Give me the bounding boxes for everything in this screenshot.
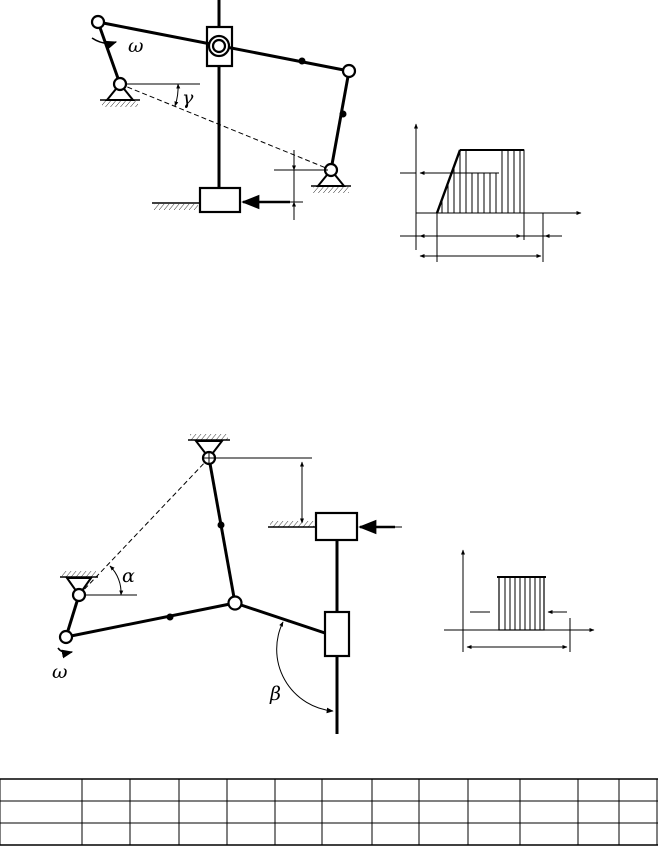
bottom-upper-slider — [314, 511, 359, 542]
bottom-beta-arc — [276, 621, 334, 714]
bottom-force-graph — [444, 549, 595, 652]
bottom-output-link — [234, 601, 338, 639]
bottom-frame-line — [78, 457, 210, 596]
top-force-graph — [400, 123, 582, 262]
top-graph-hatch — [441, 150, 521, 213]
bottom-omega-arc — [57, 647, 74, 659]
top-omega-label: ω — [128, 35, 144, 57]
top-crank-end-joint — [90, 14, 106, 30]
bottom-lower-slider — [323, 610, 351, 658]
top-omega-arc — [91, 37, 118, 50]
bottom-coupler — [65, 601, 236, 639]
bottom-beta-label: β — [269, 683, 281, 705]
bottom-top-ground-support — [188, 434, 230, 460]
top-gamma-label: γ — [182, 87, 194, 109]
bottom-center-joint — [227, 595, 243, 611]
top-lower-slider — [198, 186, 242, 214]
bottom-graph-area — [498, 576, 545, 631]
bottom-crank — [64, 594, 81, 638]
top-gamma-arc — [174, 83, 181, 107]
top-right-ground-support — [311, 168, 351, 193]
top-rocker — [329, 70, 351, 171]
bottom-alpha-label: α — [122, 565, 135, 587]
bottom-rocker — [207, 457, 237, 604]
top-slider-ground-hatch — [154, 204, 198, 210]
top-mechanism: γ ω — [90, 0, 357, 220]
bottom-graph-hatch — [504, 577, 541, 630]
bottom-mechanism: α ω β — [52, 434, 402, 734]
bottom-slider-ground-hatch — [270, 521, 314, 527]
top-coupler-dot — [298, 57, 306, 65]
bottom-omega-label: ω — [52, 661, 68, 683]
bottom-left-pivot-joint — [71, 587, 87, 603]
bottom-crank-end-joint — [58, 629, 74, 645]
bottom-rocker-dot — [217, 521, 225, 529]
top-crank — [96, 21, 122, 85]
top-left-ground-support — [100, 82, 140, 107]
bottom-alpha-arc — [109, 565, 124, 596]
bottom-left-ground-support — [60, 571, 98, 597]
top-graph-area — [435, 149, 525, 214]
top-crank-pivot-joint — [112, 76, 128, 92]
top-rocker-dot — [339, 110, 347, 118]
top-right-joint — [341, 63, 357, 79]
top-frame-line — [119, 83, 332, 171]
bottom-beta-ref-top — [279, 617, 290, 623]
bottom-coupler-dot — [166, 613, 174, 621]
parameter-table — [0, 778, 658, 846]
top-slider-pivot-inner — [211, 38, 227, 54]
